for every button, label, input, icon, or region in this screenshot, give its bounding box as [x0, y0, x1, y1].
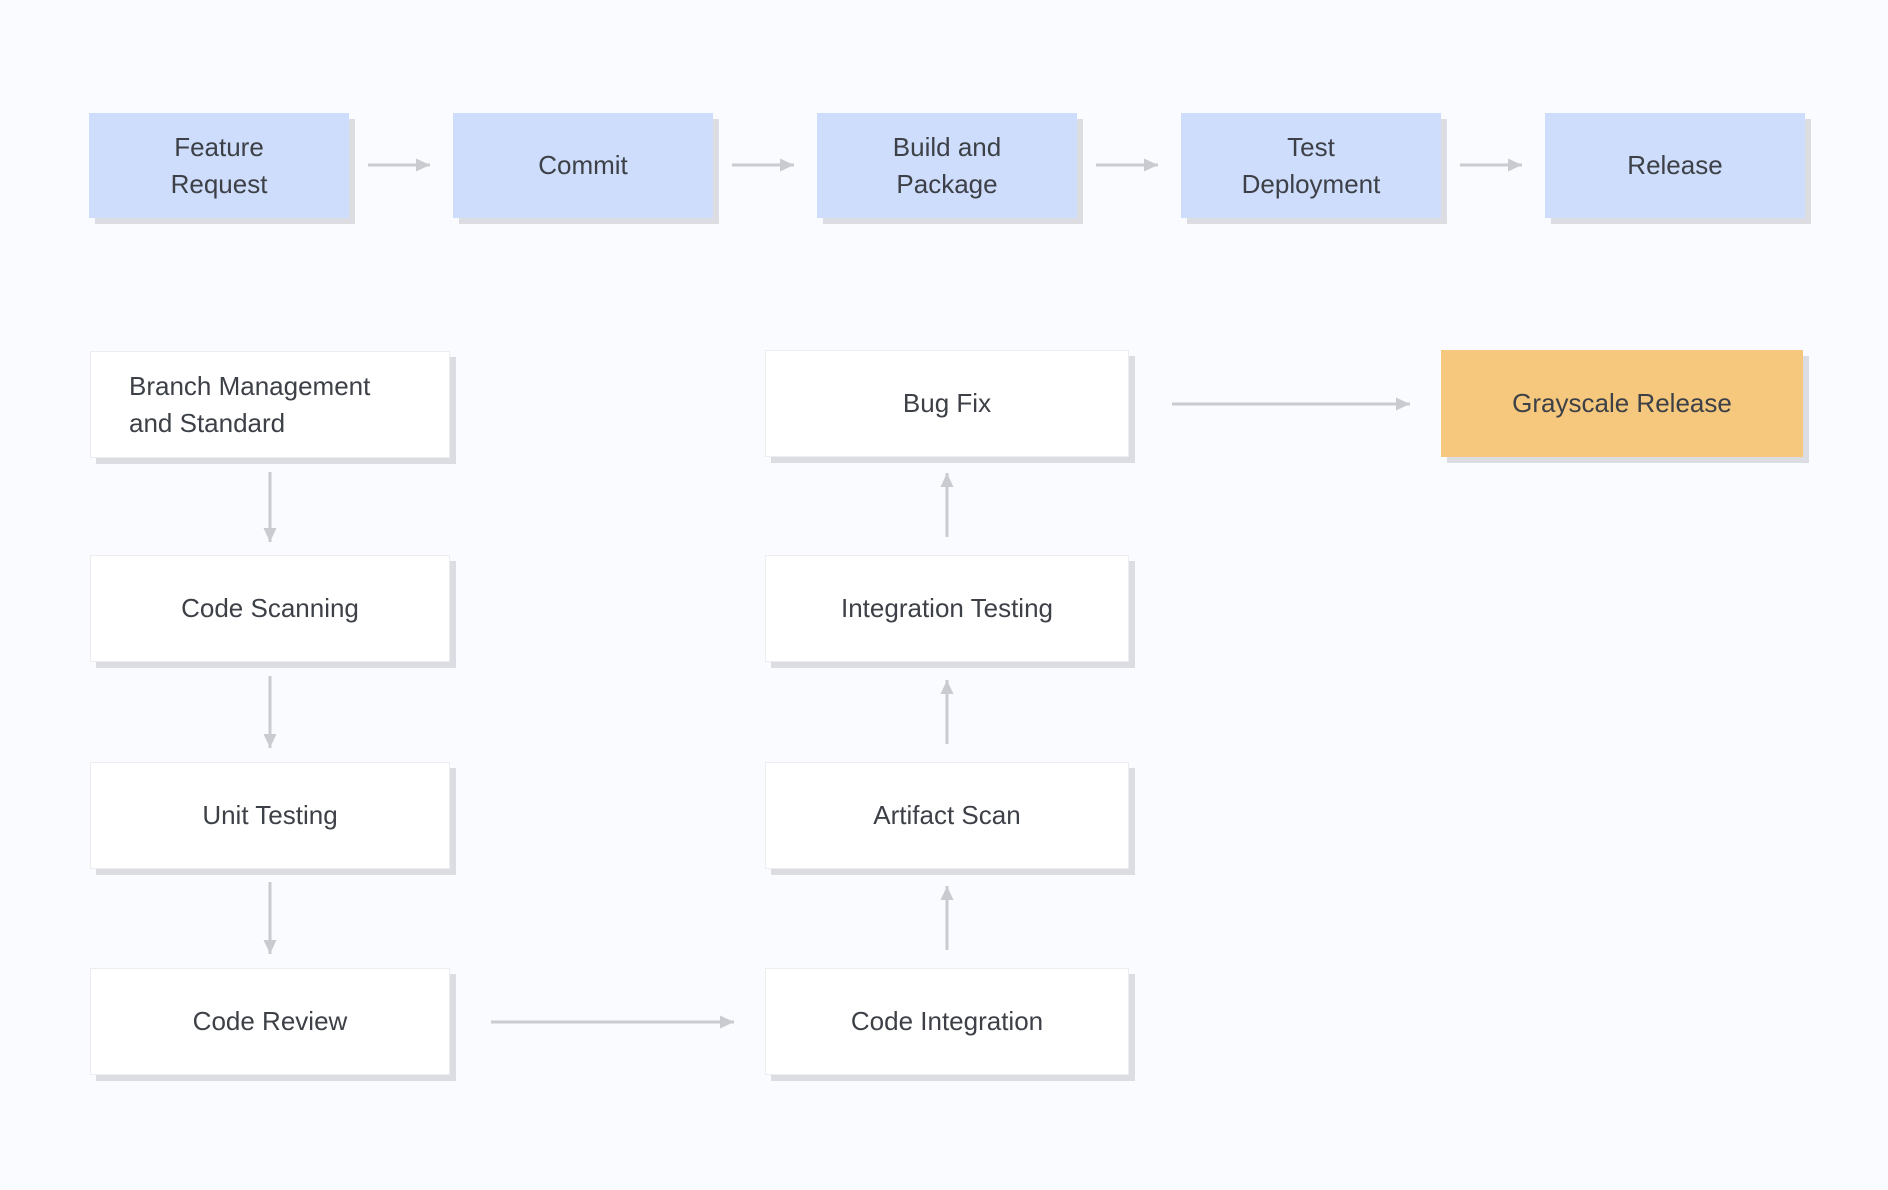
node-branch-management-label: Branch Management and Standard — [129, 370, 371, 438]
node-commit: Commit — [453, 113, 713, 218]
node-release: Release — [1545, 113, 1805, 218]
node-artifact-scan-label: Artifact Scan — [873, 800, 1021, 831]
node-feature-request: Feature Request — [89, 113, 349, 218]
node-grayscale-release: Grayscale Release — [1441, 350, 1803, 457]
node-bug-fix-label: Bug Fix — [902, 388, 992, 419]
node-code-review: Code Review — [90, 968, 450, 1075]
node-grayscale-release-label: Grayscale Release — [1512, 388, 1732, 419]
node-code-integration-label: Code Integration — [850, 1006, 1044, 1037]
node-unit-testing: Unit Testing — [90, 762, 450, 869]
node-test-deployment-label: Test Deployment — [1241, 131, 1381, 199]
node-code-scanning: Code Scanning — [90, 555, 450, 662]
node-branch-management: Branch Management and Standard — [90, 351, 450, 458]
node-unit-testing-label: Unit Testing — [202, 800, 338, 831]
node-commit-label: Commit — [538, 150, 628, 181]
node-integration-testing: Integration Testing — [765, 555, 1129, 662]
node-release-label: Release — [1627, 150, 1723, 181]
node-code-integration: Code Integration — [765, 968, 1129, 1075]
node-artifact-scan: Artifact Scan — [765, 762, 1129, 869]
node-bug-fix: Bug Fix — [765, 350, 1129, 457]
node-build-and-package-label: Build and Package — [892, 131, 1002, 199]
node-test-deployment: Test Deployment — [1181, 113, 1441, 218]
node-code-review-label: Code Review — [192, 1006, 348, 1037]
node-feature-request-label: Feature Request — [170, 131, 268, 199]
node-code-scanning-label: Code Scanning — [181, 593, 359, 624]
node-integration-testing-label: Integration Testing — [841, 593, 1053, 624]
node-build-and-package: Build and Package — [817, 113, 1077, 218]
